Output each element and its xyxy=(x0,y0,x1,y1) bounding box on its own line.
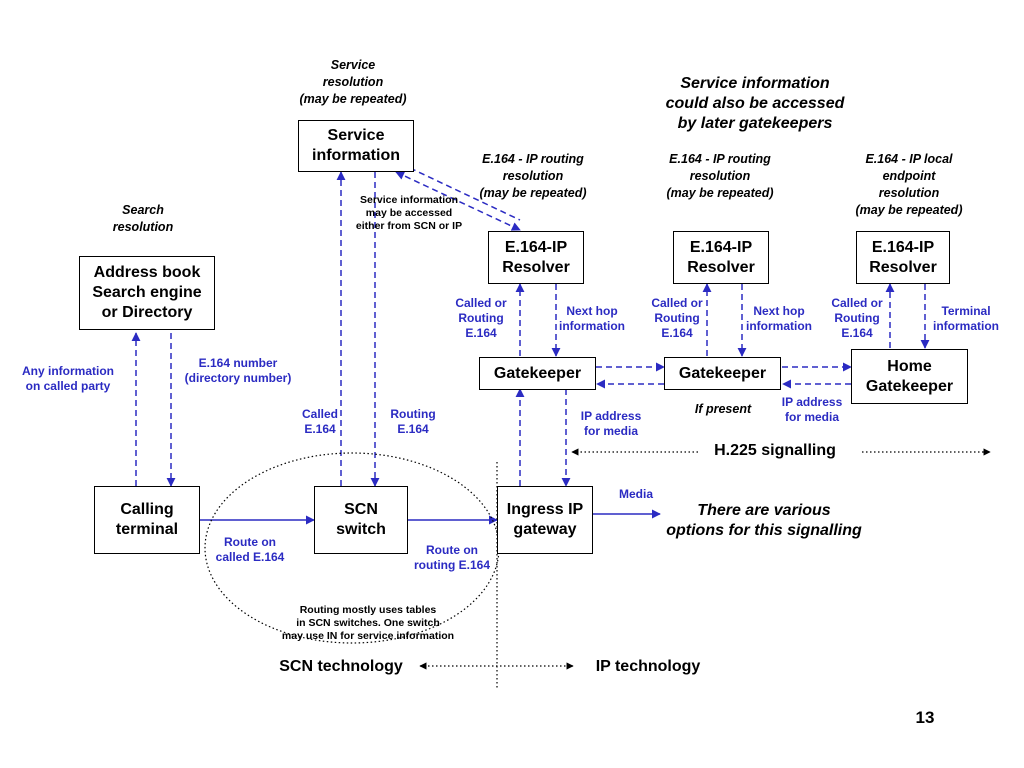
terminal-information-label: Terminal information xyxy=(933,304,999,333)
ip-routing-heading-1: E.164 - IP routing resolution (may be re… xyxy=(479,152,587,200)
next-hop-label-2: Next hop information xyxy=(746,304,812,333)
service-information-box: Service information xyxy=(298,120,414,172)
address-book-box: Address book Search engine or Directory xyxy=(79,256,215,330)
search-resolution-heading: Search resolution xyxy=(112,203,174,234)
ip-address-label-1: IP address for media xyxy=(580,409,642,438)
service-resolution-heading: Service resolution (may be repeated) xyxy=(299,58,407,106)
arrow-service-query-2 xyxy=(409,167,521,221)
resolver-box-1: E.164-IP Resolver xyxy=(488,231,584,284)
various-options-heading: There are various options for this signa… xyxy=(666,502,862,539)
later-gatekeepers-heading: Service information could also be access… xyxy=(665,75,845,132)
scn-switch-box: SCN switch xyxy=(314,486,408,554)
arrow-service-query xyxy=(395,171,521,231)
if-present-label: If present xyxy=(694,402,752,416)
ip-address-label-2: IP address for media xyxy=(781,395,843,424)
gatekeeper-box-2: Gatekeeper xyxy=(664,357,781,390)
service-access-note: Service information may be accessed eith… xyxy=(355,194,463,232)
any-information-label: Any information on called party xyxy=(22,364,114,393)
ip-local-heading: E.164 - IP local endpoint resolution (ma… xyxy=(855,152,963,217)
routing-tables-note: Routing mostly uses tables in SCN switch… xyxy=(281,604,455,642)
route-called-label: Route on called E.164 xyxy=(215,535,285,564)
home-gatekeeper-box: Home Gatekeeper xyxy=(851,349,968,404)
page-number: 13 xyxy=(915,708,935,727)
called-or-routing-label-3: Called or Routing E.164 xyxy=(831,296,883,340)
gatekeeper-box-1: Gatekeeper xyxy=(479,357,596,390)
ip-routing-heading-2: E.164 - IP routing resolution (may be re… xyxy=(666,152,774,200)
route-routing-label: Route on routing E.164 xyxy=(413,543,491,572)
e164-number-label: E.164 number (directory number) xyxy=(184,356,292,385)
ingress-gateway-box: Ingress IP gateway xyxy=(497,486,593,554)
called-or-routing-label-1: Called or Routing E.164 xyxy=(455,296,507,340)
called-or-routing-label-2: Called or Routing E.164 xyxy=(651,296,703,340)
calling-terminal-box: Calling terminal xyxy=(94,486,200,554)
resolver-box-3: E.164-IP Resolver xyxy=(856,231,950,284)
routing-e164-label: Routing E.164 xyxy=(390,407,436,436)
media-label: Media xyxy=(618,487,654,501)
ip-technology-label: IP technology xyxy=(595,658,701,675)
scn-technology-label: SCN technology xyxy=(279,658,403,675)
h225-signalling-label: H.225 signalling xyxy=(714,442,836,459)
called-e164-label: Called E.164 xyxy=(301,407,339,436)
resolver-box-2: E.164-IP Resolver xyxy=(673,231,769,284)
next-hop-label-1: Next hop information xyxy=(559,304,625,333)
